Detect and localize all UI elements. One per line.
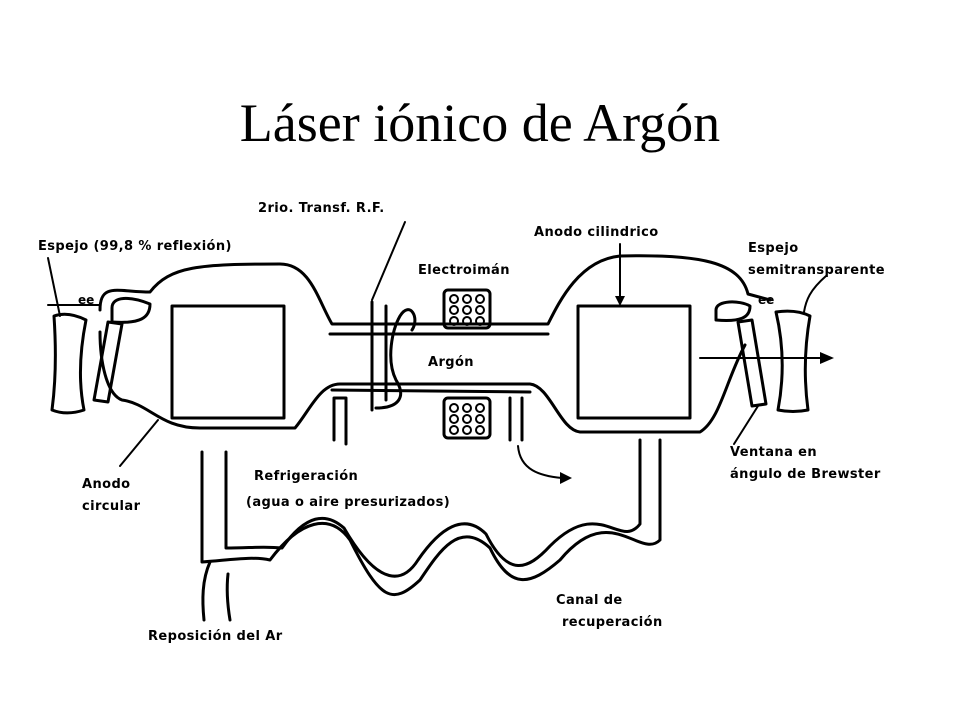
cooling-outlet-arrowhead — [560, 472, 572, 484]
label-rf-transformer: 2rio. Transf. R.F. — [258, 201, 385, 216]
label-cooling-2: (agua o aire presurizados) — [246, 495, 451, 510]
label-mirror-semi-2: semitransparente — [748, 263, 885, 278]
electromagnet-lower — [442, 396, 492, 440]
electromagnet-upper — [442, 288, 492, 330]
ar-replenish-pipe — [201, 560, 232, 622]
left-brewster-window — [92, 320, 124, 404]
cooling-pipe-right — [508, 396, 524, 442]
slide-title: Láser iónico de Argón — [239, 93, 721, 153]
electromagnet-lower-coils — [449, 403, 485, 435]
rf-pointer — [371, 221, 406, 301]
label-cooling-1: Refrigeración — [254, 469, 359, 484]
label-anode-cylindrical: Anodo cilindrico — [534, 225, 659, 240]
electromagnet-upper-coils — [449, 294, 485, 326]
cooling-pipe-left — [332, 396, 348, 446]
right-brewster-window — [736, 318, 768, 408]
left-mirror — [50, 312, 88, 415]
tube-outer-wall — [98, 254, 772, 326]
pointer-mirror-full — [47, 257, 61, 317]
cooling-outlet-arrow — [517, 445, 563, 479]
tube-lower-wall — [98, 330, 747, 434]
label-window-2: ángulo de Brewster — [730, 467, 881, 482]
label-electromagnet: Electroimán — [418, 263, 510, 278]
pointer-anode-circular — [119, 419, 159, 467]
circular-anode-block — [170, 304, 286, 420]
label-mirror-full: Espejo (99,8 % reflexión) — [38, 239, 232, 254]
label-recovery-1: Canal de — [556, 593, 623, 608]
left-gas-marks: ee — [78, 293, 94, 307]
right-gas-marks: ee — [758, 293, 774, 307]
right-mount-loop — [714, 300, 752, 322]
label-mirror-semi-1: Espejo — [748, 241, 799, 256]
pointer-window — [733, 405, 759, 445]
pointer-anode-cylindrical-head — [615, 296, 625, 306]
label-argon: Argón — [428, 355, 474, 370]
label-ar-replenish: Reposición del Ar — [148, 629, 283, 644]
pointer-semi-mirror — [803, 275, 827, 313]
right-mirror — [774, 309, 812, 413]
label-anode-circular-2: circular — [82, 499, 141, 514]
label-anode-circular-1: Anodo — [82, 477, 131, 492]
rf-coil — [370, 300, 417, 412]
cylindrical-anode-block — [576, 304, 692, 420]
left-mount-loop — [110, 297, 152, 324]
recovery-channel-inner — [224, 438, 642, 578]
bore-lower-line — [330, 388, 532, 394]
label-recovery-2: recuperación — [562, 615, 663, 630]
label-window-1: Ventana en — [730, 445, 818, 460]
recovery-channel-outer — [200, 438, 662, 597]
right-beam-arrowhead — [820, 352, 834, 364]
